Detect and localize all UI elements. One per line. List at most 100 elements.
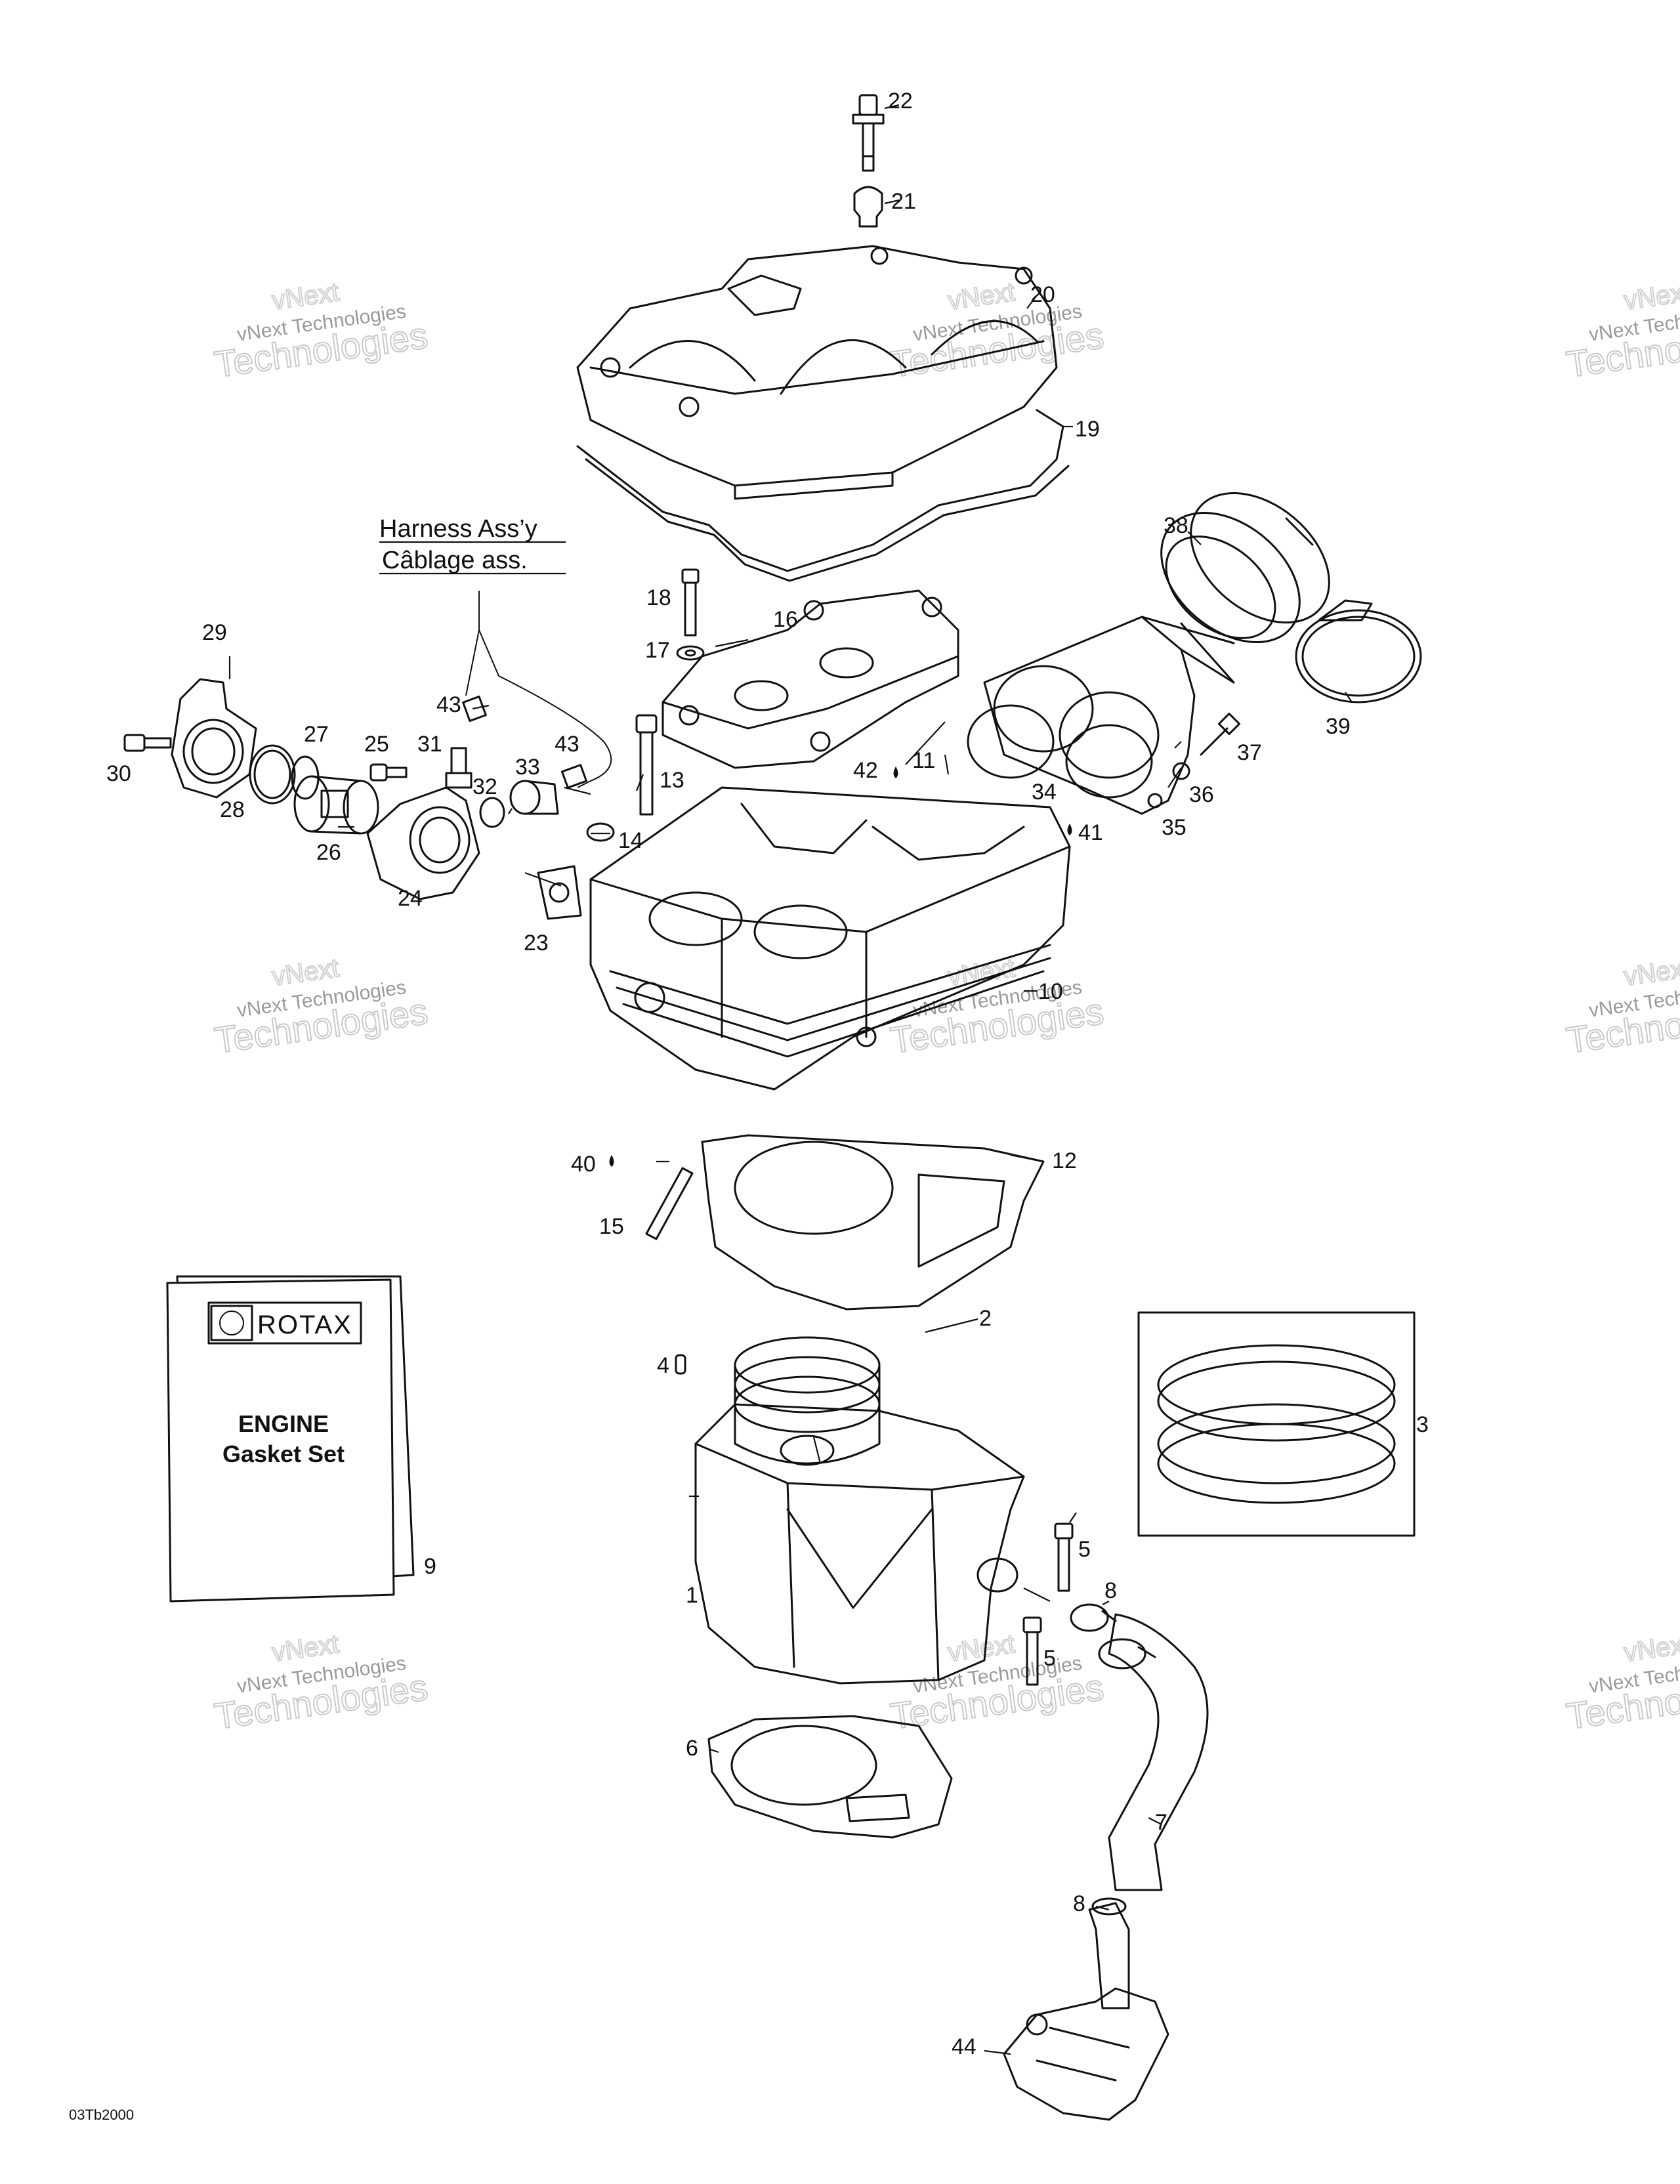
part-label-11: 11 <box>912 748 935 773</box>
part-19-gasket <box>576 409 1070 582</box>
part-label-1: 1 <box>686 1583 698 1608</box>
svg-text:vNext: vNext <box>1622 278 1680 316</box>
part-18-bolt <box>681 568 700 637</box>
part-31-sensor <box>445 747 472 789</box>
part-29-cover <box>171 678 257 799</box>
part-10-cylinder-head <box>589 786 1071 1091</box>
part-label-39: 39 <box>1326 714 1351 739</box>
watermarks: vNext vNext Technologies Technologies vN… <box>211 277 1680 1738</box>
part-label-38: 38 <box>1164 513 1188 538</box>
watermark: vNext vNext Technologies Technologies <box>887 953 1106 1062</box>
part-23-gasket <box>537 865 582 920</box>
part-36-washer <box>1172 762 1190 780</box>
oil-drop-icons <box>609 766 1072 1167</box>
svg-text:vNext: vNext <box>1622 1629 1680 1668</box>
part-label-3: 3 <box>1416 1412 1429 1437</box>
watermark: vNext vNext Technologies Technologies <box>1563 1629 1680 1738</box>
part-label-37: 37 <box>1237 740 1262 765</box>
part-13-bolt <box>635 714 658 816</box>
part-37-screw <box>1200 712 1241 756</box>
svg-text:Harness Ass’y: Harness Ass’y <box>379 515 537 543</box>
part-label-12: 12 <box>1052 1148 1077 1173</box>
part-30-screw <box>123 734 172 752</box>
part-label-19: 19 <box>1075 417 1100 442</box>
part-label-17: 17 <box>645 638 670 663</box>
svg-text:vNext: vNext <box>270 278 341 316</box>
part-2-piston <box>734 1336 881 1466</box>
part-label-43: 43 <box>555 732 579 757</box>
part-label-6: 6 <box>686 1736 698 1761</box>
harness-label: Harness Ass’y Câblage ass. <box>379 515 566 575</box>
part-label-15: 15 <box>599 1214 624 1239</box>
svg-text:vNext: vNext <box>946 278 1017 316</box>
part-28-oring <box>249 744 296 805</box>
part-33-sensor <box>509 780 559 815</box>
watermark: vNext vNext Technologies Technologies <box>211 953 430 1062</box>
part-label-2: 2 <box>979 1306 992 1331</box>
part-34-seal <box>967 704 1153 799</box>
part-39-clamp <box>1295 599 1422 704</box>
part-5-screw <box>1054 1522 1074 1592</box>
oil-drop-icon <box>893 766 898 778</box>
part-6-base-gasket <box>707 1715 953 1839</box>
part-43-connector <box>462 695 487 723</box>
watermark: vNext vNext Technologies Technologies <box>1563 953 1680 1062</box>
part-43-connector <box>560 764 588 789</box>
part-12-cylinder-gasket <box>701 1134 1045 1311</box>
part-14-washer <box>586 822 615 842</box>
svg-text:vNext: vNext <box>1622 954 1680 992</box>
part-label-36: 36 <box>1189 782 1214 807</box>
watermark: vNext vNext Technologies Technologies <box>211 277 430 386</box>
part-35-intake-manifold <box>983 616 1235 815</box>
part-label-5: 5 <box>1043 1646 1056 1671</box>
part-38-intake-boot <box>1160 492 1330 684</box>
part-label-30: 30 <box>106 761 131 786</box>
svg-text:Câblage ass.: Câblage ass. <box>382 547 528 574</box>
svg-text:vNext: vNext <box>270 1629 341 1668</box>
part-25-screw <box>369 763 408 782</box>
watermark: vNext vNext Technologies Technologies <box>887 277 1106 386</box>
part-labels: 22 21 20 19 38 18 16 17 29 43 27 25 31 4… <box>106 89 1429 2059</box>
part-8-clamp <box>1098 1638 1156 1670</box>
figure-code: 03Tb2000 <box>69 2107 134 2123</box>
part-label-14: 14 <box>618 828 643 853</box>
part-5-screw <box>1022 1616 1042 1686</box>
part-label-27: 27 <box>304 722 329 747</box>
part-label-5: 5 <box>1078 1537 1091 1562</box>
svg-text:Gasket Set: Gasket Set <box>222 1440 345 1467</box>
part-16-rocker-cover <box>662 589 959 769</box>
part-label-31: 31 <box>417 732 442 757</box>
part-label-23: 23 <box>524 931 549 956</box>
part-4-dowel <box>675 1354 686 1375</box>
part-22-screw <box>852 94 885 172</box>
svg-text:vNext: vNext <box>270 954 341 992</box>
harness-wires <box>465 591 612 788</box>
part-24-housing <box>366 786 480 900</box>
part-label-33: 33 <box>515 755 540 780</box>
part-1-cylinder <box>694 1403 1025 1685</box>
part-3-piston-rings-box <box>1137 1311 1416 1537</box>
part-label-9: 9 <box>424 1554 436 1579</box>
watermark: vNext vNext Technologies Technologies <box>211 1629 430 1738</box>
part-label-8: 8 <box>1104 1578 1117 1603</box>
svg-text:ROTAX: ROTAX <box>257 1311 352 1339</box>
part-label-21: 21 <box>891 189 916 214</box>
part-label-4: 4 <box>657 1353 669 1378</box>
part-label-26: 26 <box>316 840 341 865</box>
part-label-13: 13 <box>660 768 684 793</box>
part-8-clamp <box>1070 1603 1117 1632</box>
watermark: vNext vNext Technologies Technologies <box>887 1629 1106 1738</box>
part-7-coolant-hose <box>1108 1613 1209 1891</box>
part-label-34: 34 <box>1032 780 1057 805</box>
part-label-7: 7 <box>1155 1810 1167 1835</box>
part-label-29: 29 <box>202 620 227 645</box>
part-label-35: 35 <box>1162 815 1186 840</box>
part-label-44: 44 <box>952 2034 976 2059</box>
part-26-thermostat <box>293 775 379 835</box>
part-32-oring <box>479 797 505 828</box>
part-label-18: 18 <box>646 585 671 610</box>
part-21-grommet <box>853 186 883 228</box>
part-label-40: 40 <box>571 1152 596 1177</box>
part-label-42: 42 <box>853 758 878 783</box>
